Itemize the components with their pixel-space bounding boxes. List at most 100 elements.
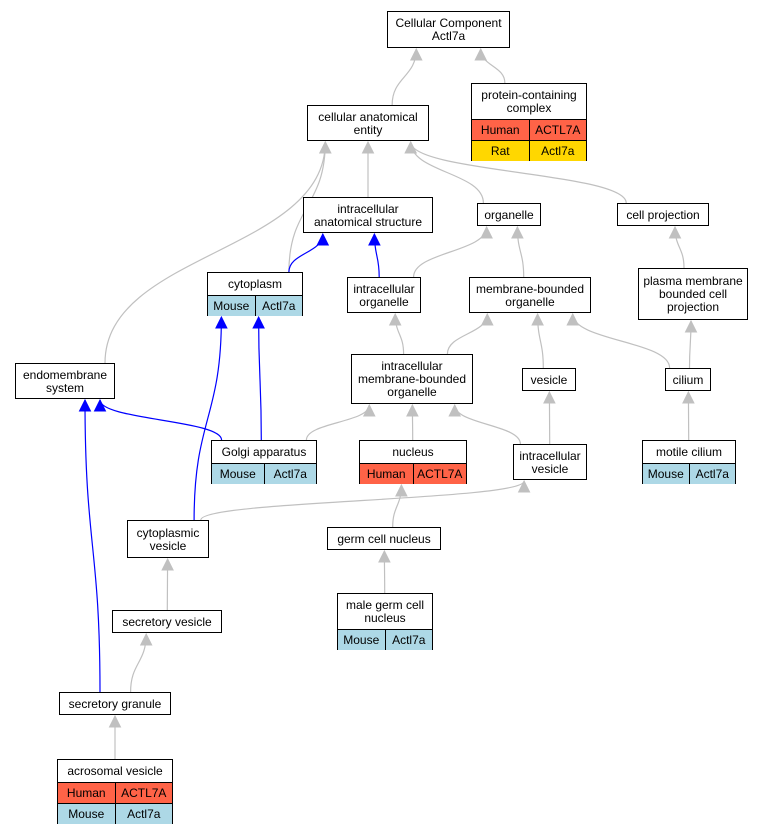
- edge-line: [480, 48, 506, 84]
- edge-line: [84, 399, 101, 693]
- node-germ[interactable]: germ cell nucleus: [327, 527, 441, 550]
- organism-cell: Mouse: [208, 296, 255, 316]
- node-label: acrosomal vesicle: [67, 763, 163, 778]
- edge-arrowhead: [139, 632, 153, 646]
- edge-line: [200, 480, 525, 521]
- node-label: germ cell nucleus: [337, 531, 431, 546]
- node-secgran[interactable]: secretory granule: [59, 692, 171, 715]
- organism-cell: Mouse: [338, 630, 385, 650]
- edge-arrowhead: [388, 312, 402, 326]
- node-label: cytoplasmic vesicle: [136, 525, 200, 553]
- node-label: intracellular membrane-bounded organelle: [357, 359, 467, 399]
- node-label: cell projection: [626, 207, 700, 222]
- node-label: male germ cell nucleus: [345, 597, 425, 625]
- edge-arrowhead: [161, 557, 174, 571]
- gene-cell: Actl7a: [528, 141, 586, 161]
- node-cellproj[interactable]: cell projection: [617, 203, 709, 226]
- node-label: motile cilium: [655, 444, 722, 459]
- node-vesicle[interactable]: vesicle: [522, 368, 576, 391]
- edge-arrowhead: [215, 315, 228, 329]
- node-ivesicle[interactable]: intracellular vesicle: [513, 444, 587, 480]
- edge-arrowhead: [480, 225, 493, 239]
- edge-line: [193, 316, 222, 521]
- edge-arrowhead: [78, 398, 92, 412]
- node-mbo[interactable]: membrane-bounded organelle: [469, 277, 591, 313]
- organism-cell: Human: [472, 120, 529, 140]
- edge-arrowhead: [318, 140, 332, 154]
- edge-line: [288, 233, 324, 273]
- edge-arrowhead: [480, 312, 494, 326]
- edge-arrowhead: [684, 319, 698, 333]
- edge-arrowhead: [395, 483, 408, 497]
- node-pmbcp[interactable]: plasma membrane bounded cell projection: [638, 268, 748, 320]
- node-label: Cellular Component Actl7a: [395, 16, 502, 43]
- edge-arrowhead: [682, 390, 695, 404]
- gene-cell: Actl7a: [114, 804, 172, 824]
- node-cilium[interactable]: cilium: [665, 368, 711, 391]
- node-label: plasma membrane bounded cell projection: [643, 274, 743, 314]
- node-organelle[interactable]: organelle: [477, 203, 541, 226]
- edge-arrowhead: [517, 479, 531, 493]
- edge-arrowhead: [368, 232, 381, 246]
- edge-arrowhead: [252, 315, 265, 329]
- gene-cell: ACTL7A: [412, 464, 466, 484]
- edge-line: [454, 404, 521, 445]
- edge-arrowhead: [474, 47, 488, 61]
- gene-cell: ACTL7A: [114, 783, 172, 803]
- node-label: intracellular vesicle: [519, 448, 581, 476]
- node-label: organelle: [484, 207, 534, 222]
- node-iorg[interactable]: intracellular organelle: [347, 277, 421, 313]
- node-label: cilium: [672, 372, 704, 387]
- node-label: secretory granule: [68, 696, 162, 711]
- gene-cell: Actl7a: [688, 464, 735, 484]
- node-imbo[interactable]: intracellular membrane-bounded organelle: [351, 354, 473, 404]
- node-ias[interactable]: intracellular anatomical structure: [303, 197, 433, 233]
- node-endo[interactable]: endomembrane system: [15, 363, 115, 399]
- node-root[interactable]: Cellular Component Actl7a: [387, 11, 510, 48]
- organism-cell: Mouse: [212, 464, 264, 484]
- gene-cell: ACTL7A: [528, 120, 586, 140]
- node-label: endomembrane system: [22, 367, 108, 395]
- edge-arrowhead: [316, 232, 330, 246]
- node-cae[interactable]: cellular anatomical entity: [307, 105, 429, 141]
- edge-line: [572, 313, 671, 369]
- edge-arrowhead: [566, 312, 580, 326]
- gene-cell: Actl7a: [263, 464, 316, 484]
- gene-cell: Actl7a: [254, 296, 302, 316]
- node-label: cellular anatomical entity: [318, 109, 418, 137]
- edge-line: [446, 313, 488, 355]
- node-label: nucleus: [392, 444, 434, 459]
- organism-cell: Rat: [472, 141, 529, 161]
- node-label: Golgi apparatus: [221, 444, 307, 459]
- node-label: cytoplasm: [227, 276, 283, 291]
- edge-arrowhead: [361, 140, 375, 154]
- edge-line: [99, 399, 223, 441]
- edge-arrowhead: [93, 398, 107, 412]
- node-cytovesicle[interactable]: cytoplasmic vesicle: [127, 520, 209, 558]
- organism-cell: Mouse: [643, 464, 689, 484]
- node-label: protein-containing complex: [481, 87, 577, 115]
- edge-arrowhead: [108, 714, 122, 728]
- node-secves[interactable]: secretory vesicle: [112, 610, 222, 633]
- edge-line: [305, 404, 370, 441]
- edge-arrowhead: [511, 225, 524, 239]
- node-label: vesicle: [530, 372, 568, 387]
- edge-arrowhead: [409, 47, 423, 61]
- edge-line: [258, 316, 262, 441]
